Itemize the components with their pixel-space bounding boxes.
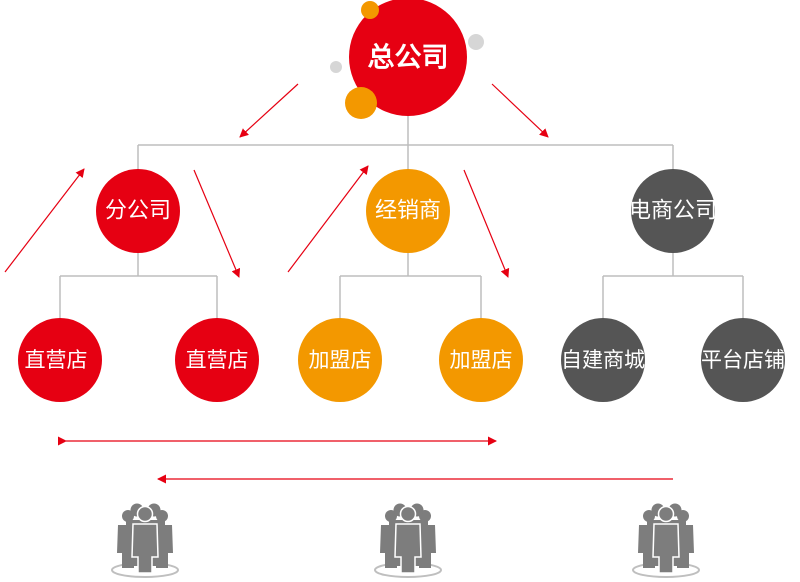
arrow-up-to-branch-1	[4, 168, 85, 273]
leaf-label: 直营店	[25, 348, 88, 372]
leaf-label: 自建商城	[561, 348, 645, 372]
branch-node-3: 电商公司	[629, 169, 717, 253]
root-decoration	[330, 34, 484, 73]
leaf-circle	[439, 318, 523, 402]
leaf-label: 平台店铺	[701, 348, 785, 372]
tree-connectors	[59, 108, 744, 318]
arrow-root-to-branch-1	[239, 83, 299, 138]
branch-label: 分公司	[105, 199, 171, 224]
branch-node-2: 经销商	[366, 169, 450, 253]
decor-dot-gray	[468, 34, 484, 50]
branch-label: 经销商	[375, 199, 441, 224]
leaf-node-4: 加盟店	[439, 318, 523, 402]
leaf-label: 加盟店	[450, 348, 513, 372]
decor-dot-orange	[345, 87, 377, 119]
branch-circle	[631, 169, 715, 253]
decor-dot-orange-small	[361, 1, 379, 19]
leaf-label: 加盟店	[309, 348, 372, 372]
leaf-circle	[175, 318, 259, 402]
leaf-node-5: 自建商城	[561, 318, 645, 402]
root-label: 总公司	[368, 43, 449, 74]
root-node: 总公司	[345, 0, 467, 119]
leaf-circle	[561, 318, 645, 402]
flow-arrows	[4, 83, 673, 484]
arrow-down-from-branch-1	[193, 169, 241, 278]
people-group-icon	[374, 503, 442, 578]
root-circle	[349, 0, 467, 116]
leaf-circle	[701, 318, 785, 402]
leaf-node-3: 加盟店	[298, 318, 382, 402]
arrow-root-to-branch-3	[491, 83, 549, 138]
leaf-circle	[18, 318, 102, 402]
branch-circle	[366, 169, 450, 253]
people-group-icon	[111, 503, 179, 578]
branch-node-1: 分公司	[96, 169, 180, 253]
leaf-node-1: 直营店	[18, 318, 102, 402]
branch-label: 电商公司	[629, 199, 717, 224]
arrow-down-from-branch-2	[463, 169, 510, 278]
decor-dot-gray-small	[330, 61, 342, 73]
leaf-circle	[298, 318, 382, 402]
leaf-node-6: 平台店铺	[701, 318, 785, 402]
arrow-up-to-branch-2	[287, 165, 369, 273]
people-group-icon	[632, 503, 700, 578]
branch-circle	[96, 169, 180, 253]
leaf-label: 直营店	[186, 348, 249, 372]
leaf-node-2: 直营店	[175, 318, 259, 402]
